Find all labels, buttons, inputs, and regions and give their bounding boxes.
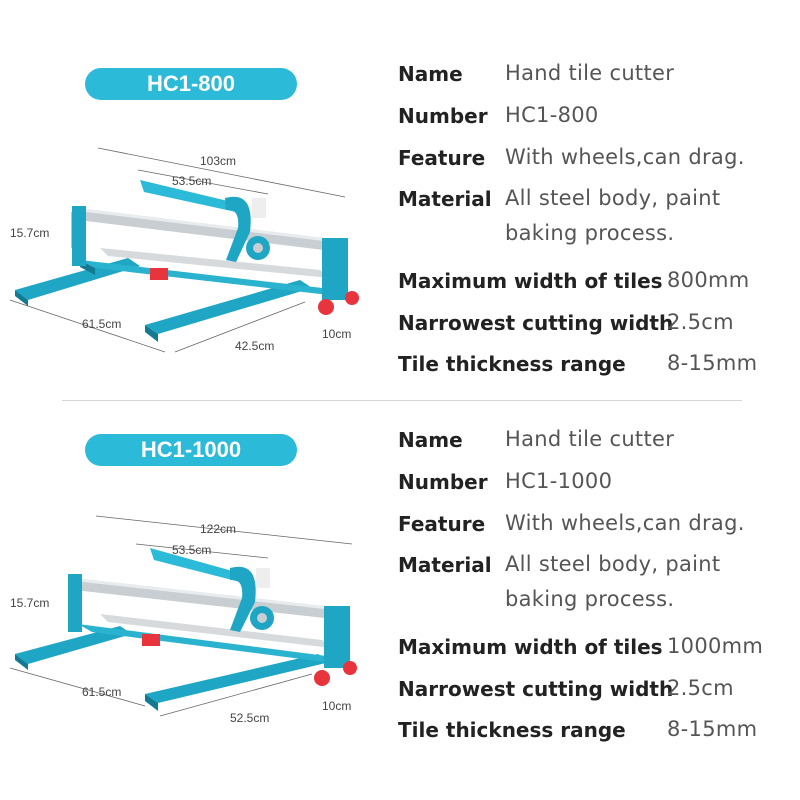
- tile-cutter-illustration: 122cm 53.5cm 15.7cm 61.5cm 52.5cm 10cm: [9, 515, 357, 725]
- spec-value: 8-15mm: [667, 717, 758, 741]
- spec-value: With wheels,can drag.: [505, 511, 745, 535]
- spec-value: With wheels,can drag.: [505, 145, 745, 169]
- spec-value: Hand tile cutter: [505, 427, 675, 451]
- spec-label: Name: [398, 62, 463, 86]
- tile-cutter-illustration: 103cm 53.5cm 15.7cm 61.5cm 42.5cm 10cm: [9, 147, 359, 353]
- product-section-hc1-1000: HC1-1000 122cm 53.5cm 15.7cm 61.5cm 52.5…: [0, 366, 800, 746]
- dim-length: 103cm: [200, 154, 236, 168]
- spec-label: Tile thickness range: [398, 352, 626, 376]
- spec-label: Maximum width of tiles: [398, 269, 663, 293]
- spec-value: 8-15mm: [667, 351, 758, 375]
- spec-label: Feature: [398, 146, 486, 170]
- spec-label: Narrowest cutting width: [398, 677, 674, 701]
- spec-value-continued: baking process.: [505, 221, 675, 245]
- dim-wheel: 10cm: [322, 327, 351, 341]
- dim-base: 52.5cm: [230, 711, 269, 725]
- dim-leg: 61.5cm: [82, 685, 121, 699]
- dim-base: 42.5cm: [235, 339, 274, 353]
- model-badge: HC1-800: [85, 68, 297, 100]
- product-section-hc1-800: HC1-800 103cm 53.5cm 15.7cm 61.5cm 42.5c…: [0, 0, 800, 380]
- dim-cut: 53.5cm: [172, 174, 211, 188]
- spec-value: HC1-1000: [505, 469, 613, 493]
- spec-label: Tile thickness range: [398, 718, 626, 742]
- spec-value: All steel body, paint: [505, 186, 721, 210]
- spec-value: 2.5cm: [667, 676, 734, 700]
- dim-cut: 53.5cm: [172, 543, 211, 557]
- spec-value: 800mm: [667, 268, 750, 292]
- dim-wheel: 10cm: [322, 699, 351, 713]
- model-badge: HC1-1000: [85, 434, 297, 466]
- dim-leg: 61.5cm: [82, 317, 121, 331]
- spec-value: Hand tile cutter: [505, 61, 675, 85]
- spec-label: Number: [398, 470, 488, 494]
- spec-label: Name: [398, 428, 463, 452]
- dim-height: 15.7cm: [10, 226, 49, 240]
- spec-value-continued: baking process.: [505, 587, 675, 611]
- spec-label: Material: [398, 187, 492, 211]
- spec-label: Feature: [398, 512, 486, 536]
- spec-label: Maximum width of tiles: [398, 635, 663, 659]
- spec-value: All steel body, paint: [505, 552, 721, 576]
- dim-length: 122cm: [200, 522, 236, 536]
- spec-value: 2.5cm: [667, 310, 734, 334]
- spec-value: 1000mm: [667, 634, 764, 658]
- spec-label: Narrowest cutting width: [398, 311, 674, 335]
- spec-value: HC1-800: [505, 103, 599, 127]
- spec-label: Material: [398, 553, 492, 577]
- section-divider: [62, 400, 742, 401]
- spec-label: Number: [398, 104, 488, 128]
- dim-height: 15.7cm: [10, 596, 49, 610]
